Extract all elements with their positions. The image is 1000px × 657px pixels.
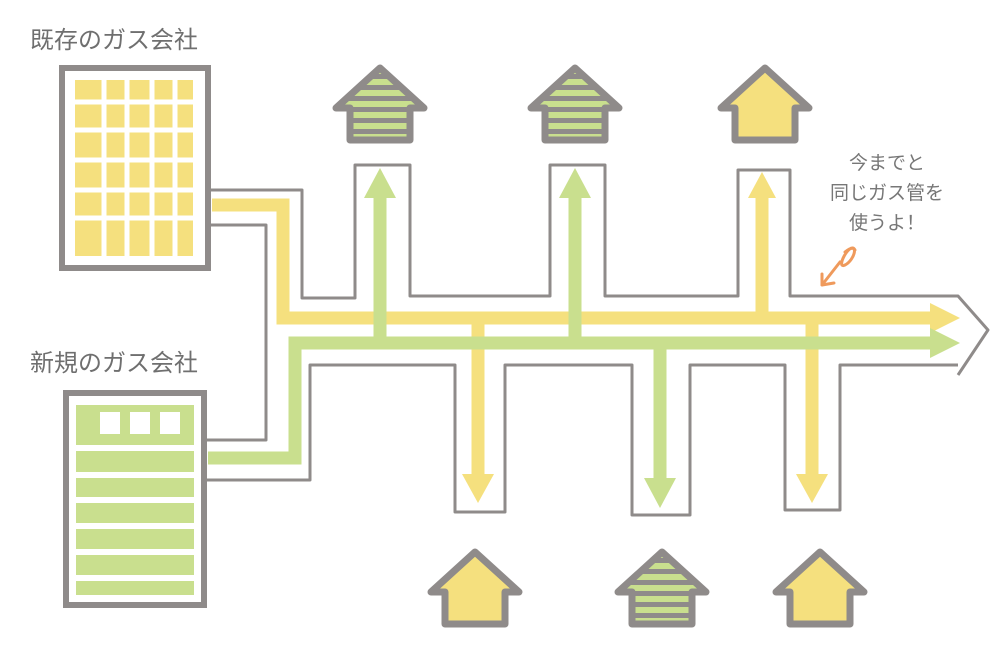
new-company-label: 新規のガス会社 (30, 349, 198, 377)
green-arrowheads (364, 168, 960, 508)
house-icon-green (332, 64, 428, 144)
house-icon-yellow (717, 64, 813, 144)
pipe-outline (205, 163, 990, 517)
houses (332, 64, 868, 628)
new-company-building-icon (63, 390, 207, 608)
pointer-arrow-icon (820, 246, 857, 287)
note-line: 今までと (848, 152, 925, 174)
house-icon-yellow (427, 548, 523, 628)
note-text: 今までと 同じガス管を 使うよ！ (812, 148, 962, 238)
house-icon-green (527, 64, 623, 144)
house-icon-yellow (772, 548, 868, 628)
house-icon-green (614, 548, 710, 628)
yellow-arrowheads (462, 172, 960, 503)
gas-flow-green (208, 195, 935, 480)
existing-company-label: 既存のガス会社 (30, 26, 198, 54)
note-line: 使うよ！ (848, 212, 925, 234)
note-line: 同じガス管を (829, 182, 944, 204)
existing-company-building-icon (59, 65, 211, 271)
